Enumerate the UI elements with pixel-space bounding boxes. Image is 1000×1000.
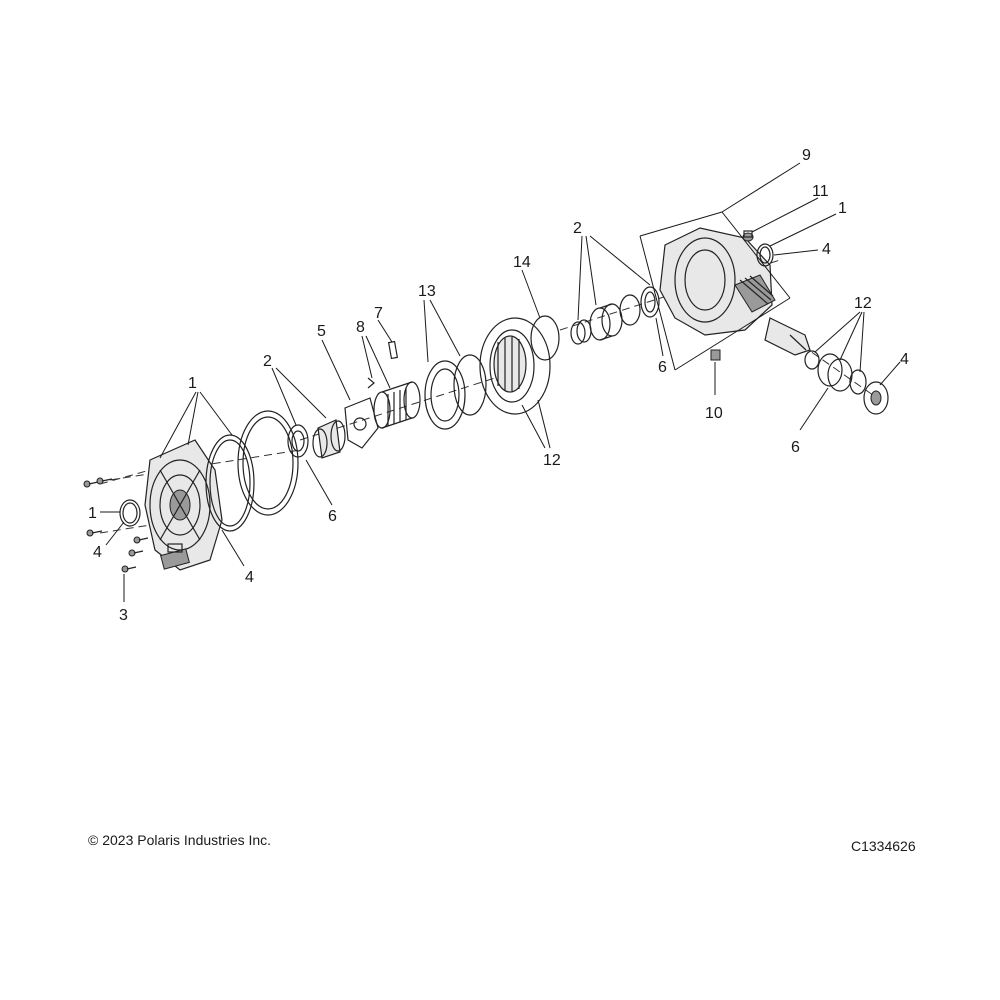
large-seal-ring-left	[237, 410, 299, 516]
callout-10-drain-plug: 10	[705, 405, 723, 422]
callout-13-armature: 13	[418, 283, 436, 300]
callout-14-oring: 14	[513, 254, 531, 271]
callout-4-pinion-seal: 4	[900, 351, 909, 368]
callout-12-right-bearing: 12	[854, 295, 872, 312]
spring-part-8	[367, 377, 375, 389]
callout-6-left-seal: 6	[328, 508, 337, 525]
housing-gasket-ring	[205, 434, 255, 532]
callout-8-spring: 8	[356, 319, 365, 336]
spacer-ring-13	[453, 354, 487, 416]
leader-lines	[100, 162, 901, 602]
bearing-race-left	[287, 424, 309, 458]
callout-6-mid-seal: 6	[658, 359, 667, 376]
callout-2-right-bearing: 2	[573, 220, 582, 237]
callout-12-ring-gear: 12	[543, 452, 561, 469]
callout-2-left-bearing: 2	[263, 353, 272, 370]
callout-7-pin: 7	[374, 305, 383, 322]
callout-5-plate: 5	[317, 323, 326, 340]
callout-4-gasket: 4	[245, 569, 254, 586]
gear-case-housing	[659, 227, 776, 336]
oring-14	[530, 315, 560, 361]
plate-part-5	[344, 397, 379, 449]
bearing-race-right	[570, 319, 592, 345]
small-oring-right	[756, 243, 774, 267]
pinion-seal-right	[863, 381, 889, 415]
small-oring-left	[119, 499, 141, 527]
callout-labels: 1 1 4 3 4 2 6 5 8 7 13 12 14 2 6 9 11 1 …	[88, 147, 909, 624]
pin-part-7	[387, 340, 399, 360]
callout-11-breather: 11	[812, 183, 829, 200]
callout-4-small-ring: 4	[93, 544, 102, 561]
callout-4-right-oring: 4	[822, 241, 831, 258]
snap-ring-right	[849, 369, 867, 395]
callout-1-right-ring: 1	[838, 200, 847, 217]
seal-6-right	[640, 286, 660, 318]
bearing-cone-right	[589, 303, 623, 341]
ring-gear	[479, 317, 551, 415]
sensor-connector	[160, 543, 190, 570]
drain-plug-10	[710, 349, 721, 361]
callout-9-gear-case: 9	[802, 147, 811, 164]
pinion-bearing-right	[804, 350, 853, 392]
callout-3-bolt: 3	[119, 607, 128, 624]
needle-roller-cage	[373, 381, 421, 429]
bearing-cup-left	[312, 419, 346, 459]
pinion-shaft	[764, 317, 811, 356]
armature-plate	[424, 360, 466, 430]
callout-1-left-cover: 1	[188, 375, 197, 392]
callout-6-right-seal: 6	[791, 439, 800, 456]
housing-bolts	[83, 477, 149, 573]
copyright-notice: © 2023 Polaris Industries Inc.	[88, 832, 272, 848]
callout-1-small-ring: 1	[88, 505, 97, 522]
figure-id: C1334626	[851, 838, 916, 854]
breather-fitting-11	[742, 230, 754, 242]
shim-ring-right	[619, 294, 641, 326]
